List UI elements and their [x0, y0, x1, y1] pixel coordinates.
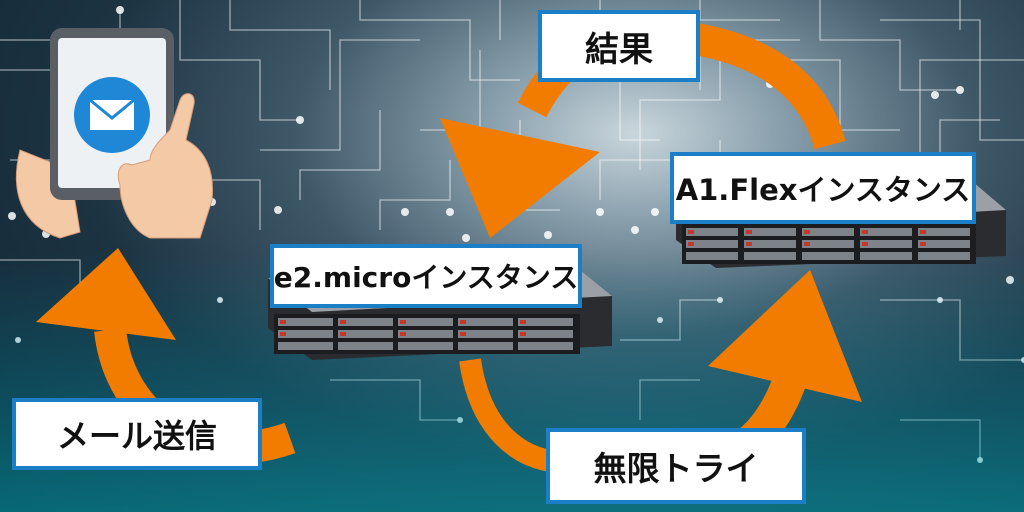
- label-infinite-try: 無限トライ: [546, 428, 806, 504]
- label-a1-flex-instance: A1.Flexインスタンス: [670, 152, 976, 224]
- label-e2-micro-instance: e2.microインスタンス: [270, 244, 582, 308]
- label-mail-send: メール送信: [12, 398, 262, 470]
- envelope-icon: [74, 77, 150, 153]
- pointing-hand: [117, 93, 214, 239]
- label-result: 結果: [538, 10, 700, 82]
